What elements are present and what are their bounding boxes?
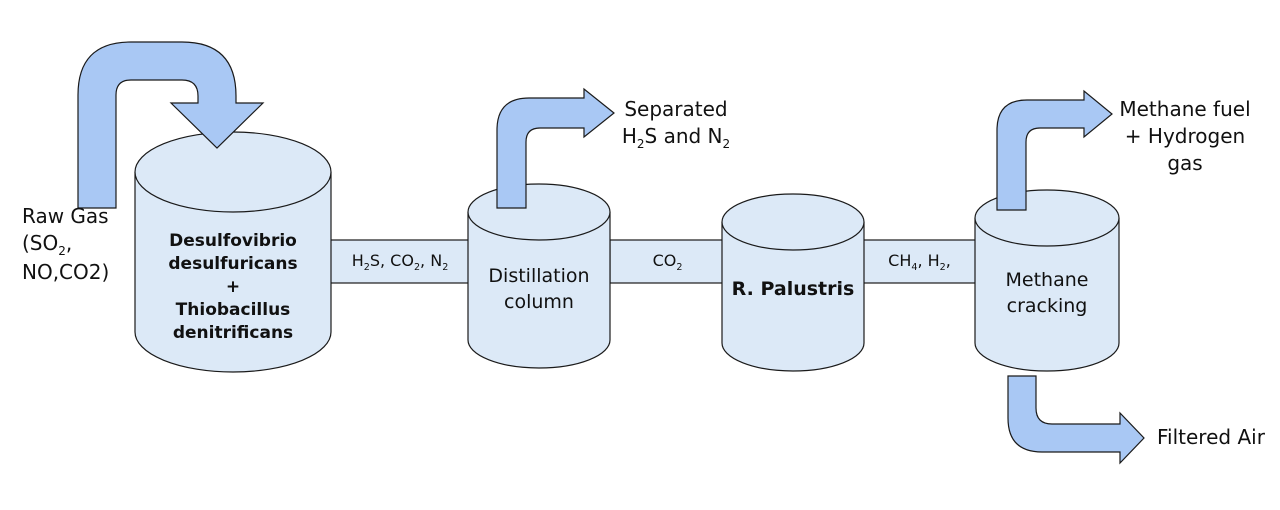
- pipe-2-label: CO2: [652, 251, 683, 274]
- raw-gas-line1: Raw Gas: [22, 204, 109, 228]
- output-top-label: Methane fuel + Hydrogen gas: [1119, 97, 1251, 175]
- pipe-3: [861, 239, 978, 284]
- inlet-arrow: [77, 41, 265, 209]
- separated-arrow: [496, 87, 615, 209]
- raw-gas-line2: (SO2,: [22, 231, 73, 258]
- pipe-2: [609, 239, 726, 284]
- pipe-3-label: CH4, H2,: [888, 251, 951, 274]
- tank-2-label: Distillation column: [488, 265, 590, 313]
- tank-1-label: Desulfovibrio desulfuricans + Thiobacill…: [168, 231, 298, 343]
- fuel-arrow: [996, 89, 1113, 211]
- filtered-air-label: Filtered Air: [1157, 425, 1265, 449]
- pipe-1: [329, 239, 471, 284]
- tank-4-label: Methane cracking: [1005, 269, 1089, 317]
- filtered-air-arrow: [1007, 375, 1145, 465]
- pipe-1-label: H2S, CO2, N2: [351, 251, 449, 274]
- tank-1: [134, 131, 332, 373]
- separated-label: Separated H2S and N2: [621, 97, 731, 151]
- tank-3-label: R. Palustris: [731, 278, 855, 300]
- tank-3: [721, 193, 865, 372]
- raw-gas-line3: NO,CO2): [22, 260, 110, 285]
- raw-gas-label: Raw Gas (SO2, NO,CO2): [22, 203, 109, 286]
